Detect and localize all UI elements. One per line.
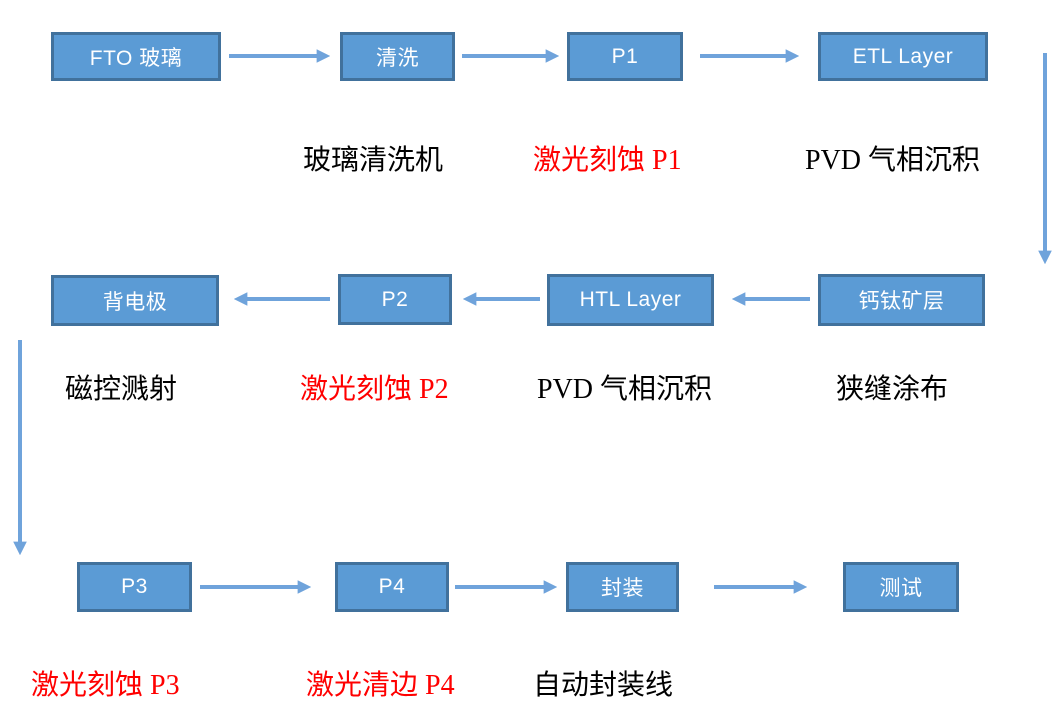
annotation-pvd-htl: PVD 气相沉积 — [537, 374, 713, 405]
annotation-auto-encap-line: 自动封装线 — [533, 670, 674, 701]
node-cleaning: 清洗 — [340, 32, 455, 81]
annotation-laser-etch-p3: 激光刻蚀 P3 — [31, 670, 180, 701]
node-etl-layer: ETL Layer — [818, 32, 988, 81]
node-p3: P3 — [77, 562, 192, 612]
annotation-laser-edge-clean-p4: 激光清边 P4 — [306, 670, 455, 701]
annotation-pvd-etl: PVD 气相沉积 — [805, 145, 981, 176]
node-back-electrode: 背电极 — [51, 275, 219, 326]
node-p4: P4 — [335, 562, 449, 612]
node-encapsulation: 封装 — [566, 562, 679, 612]
node-perovskite-layer: 钙钛矿层 — [818, 274, 985, 326]
annotation-slot-die-coating: 狭缝涂布 — [836, 374, 949, 405]
annotation-magnetron-sputtering: 磁控溅射 — [65, 374, 178, 405]
node-p2: P2 — [338, 274, 452, 325]
annotation-laser-etch-p1: 激光刻蚀 P1 — [533, 145, 682, 176]
node-htl-layer: HTL Layer — [547, 274, 714, 326]
node-testing: 测试 — [843, 562, 959, 612]
node-p1: P1 — [567, 32, 683, 81]
annotation-glass-washer: 玻璃清洗机 — [303, 145, 444, 176]
node-fto-glass: FTO 玻璃 — [51, 32, 221, 81]
annotation-laser-etch-p2: 激光刻蚀 P2 — [300, 374, 449, 405]
